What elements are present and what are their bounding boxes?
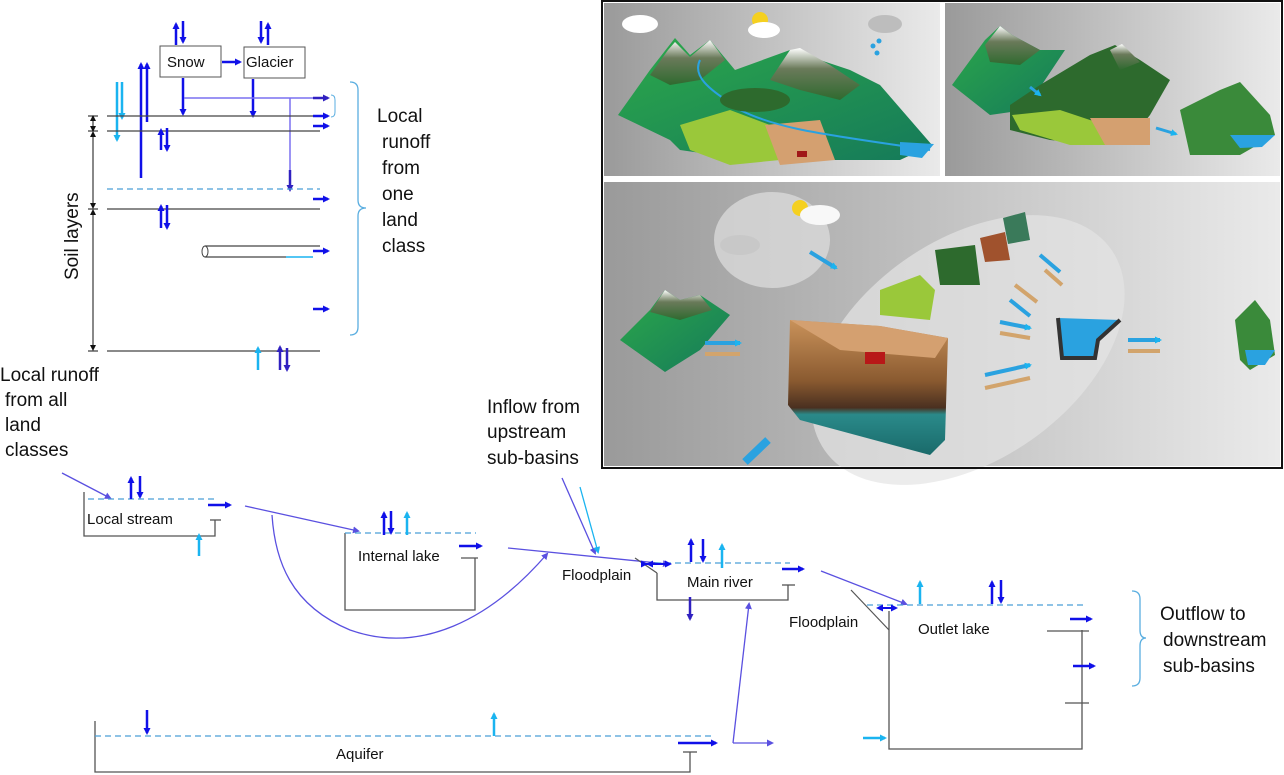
svg-text:from: from [382,158,420,179]
lake-to-river-flow [507,547,670,567]
svg-text:land: land [5,415,41,436]
soil-depth-dimension [88,115,98,352]
outflow-label: Outflow to downstream sub-basins [1160,604,1267,677]
glacier-exchange-arrows [257,21,272,45]
landscape-split-panel [945,3,1280,176]
percolation-arrows-2 [157,204,171,230]
svg-text:downstream: downstream [1163,630,1267,651]
illustration-panel [601,0,1283,485]
snow-label: Snow [167,54,205,71]
tile-drain [201,245,320,258]
internal-lake: Internal lake [344,511,483,611]
cloud-icon [748,22,780,38]
aquifer: Aquifer [94,710,718,773]
svg-text:upstream: upstream [487,422,566,443]
deep-percolation-arrows [276,345,291,372]
floodplain-label-1: Floodplain [562,567,631,584]
local-runoff-pointer [61,472,112,499]
internal-lake-label: Internal lake [358,548,440,565]
cloud-icon-2 [800,205,840,225]
upstream-inflow-arrow [561,477,597,555]
outflow-bracket [1131,590,1147,687]
inflow-label: Inflow from upstream sub-basins [487,397,580,469]
routing-diagram: Local runoff from all land classes Local… [0,365,1267,773]
river-to-outlet-flow [820,570,908,606]
main-river-label: Main river [687,574,753,591]
land-class-process-panel [604,182,1280,485]
svg-text:from all: from all [5,390,67,411]
svg-text:class: class [382,236,425,257]
svg-text:classes: classes [5,440,68,461]
aquifer-to-river-flow [732,602,752,744]
outlet-lake-label: Outlet lake [918,621,990,638]
runoff-bracket [349,81,367,336]
landscape-overview-panel [604,3,940,176]
tractor-icon [797,151,807,157]
floodplain-slope-2 [850,589,890,631]
svg-text:land: land [382,210,418,231]
local-stream: Local stream [83,476,232,556]
main-river: Main river [641,538,805,621]
snow-cloud-icon [622,15,658,33]
land-class-diagram: Snow Glacier [62,21,431,372]
stream-to-lake-flow [244,505,360,534]
raindrops-icon [870,38,882,56]
upstream-inflow-arrow-2 [579,486,601,554]
svg-text:Inflow from: Inflow from [487,397,580,418]
floodplain-label-2: Floodplain [789,614,858,631]
aquifer-label: Aquifer [336,746,384,763]
glacier-box: Glacier [243,46,306,79]
lake-bypass-flow [271,514,549,639]
outlet-lake: Outlet lake [863,580,1096,750]
rain-cloud-icon [868,15,902,33]
glacier-label: Glacier [246,54,294,71]
local-runoff-label: Local runoff from all land classes [0,365,100,461]
svg-text:sub-basins: sub-basins [487,448,579,469]
svg-text:runoff: runoff [382,132,431,153]
svg-text:Local: Local [377,106,422,127]
runoff-label: Local runoff from one land class [377,106,431,257]
svg-text:sub-basins: sub-basins [1163,656,1255,677]
svg-text:one: one [382,184,414,205]
rain-cloud-icon-2 [720,235,760,255]
snow-box: Snow [159,45,222,78]
local-stream-label: Local stream [87,511,173,528]
svg-text:Outflow to: Outflow to [1160,604,1246,625]
small-bracket [330,94,336,118]
soil-layers-label: Soil layers [62,192,83,280]
tractor-icon-2 [865,352,885,364]
floodplain-slope-1 [634,557,658,574]
svg-text:Local runoff: Local runoff [0,365,100,386]
snow-exchange-arrows [172,21,187,45]
percolation-arrows-1 [157,128,171,152]
